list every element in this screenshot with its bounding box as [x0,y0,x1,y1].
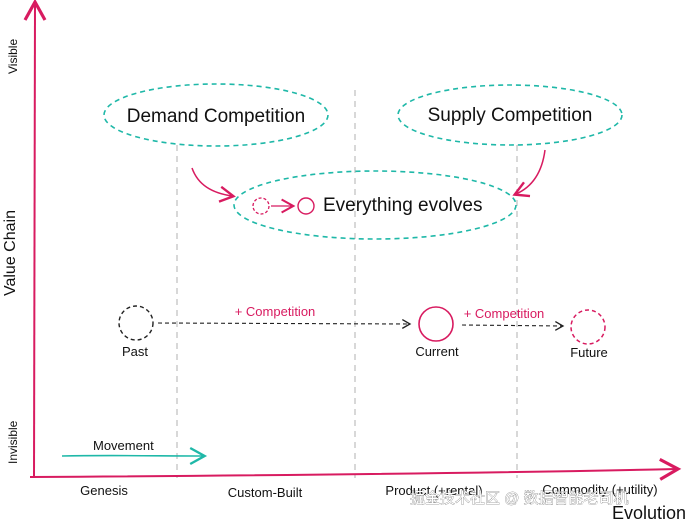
demand-to-center-arrow [191,167,236,203]
stage-label-commodity: Commodity (+utility) [542,482,657,497]
competition-label-1: + Competition [235,304,316,319]
current-to-future-arrow [461,320,565,331]
movement-legend-label: Movement [93,438,154,453]
supply-competition-label: Supply Competition [428,105,593,126]
y-axis-bottom-label: Invisible [6,420,20,464]
past-node [118,305,154,341]
x-axis [29,457,682,481]
future-label: Future [570,345,608,360]
y-axis-title: Value Chain [2,210,19,296]
future-node [570,309,606,345]
watermark-text: 掘金技术社区 @ 数据智能老司机 [410,489,629,507]
past-label: Past [122,344,148,359]
y-axis-top-label: Visible [6,39,20,74]
everything-evolves-bubble [233,170,517,240]
stage-label-product: Product (+rental) [385,483,482,498]
stage-label-custom-built: Custom-Built [228,485,303,500]
stage-label-genesis: Genesis [80,483,128,498]
everything-evolves-label: Everything evolves [323,195,482,216]
stage-dividers [176,90,518,478]
past-to-current-arrow [157,318,412,329]
supply-to-center-arrow [512,149,546,198]
demand-competition-bubble [103,83,329,147]
y-axis [23,0,47,479]
x-axis-title: Evolution [612,503,686,523]
current-node [418,306,454,342]
competition-label-2: + Competition [464,306,545,321]
current-label: Current [415,344,459,359]
supply-competition-bubble [397,84,623,146]
evolve-to-icon [297,197,315,215]
demand-competition-label: Demand Competition [127,106,305,127]
evolve-from-icon [252,197,270,215]
